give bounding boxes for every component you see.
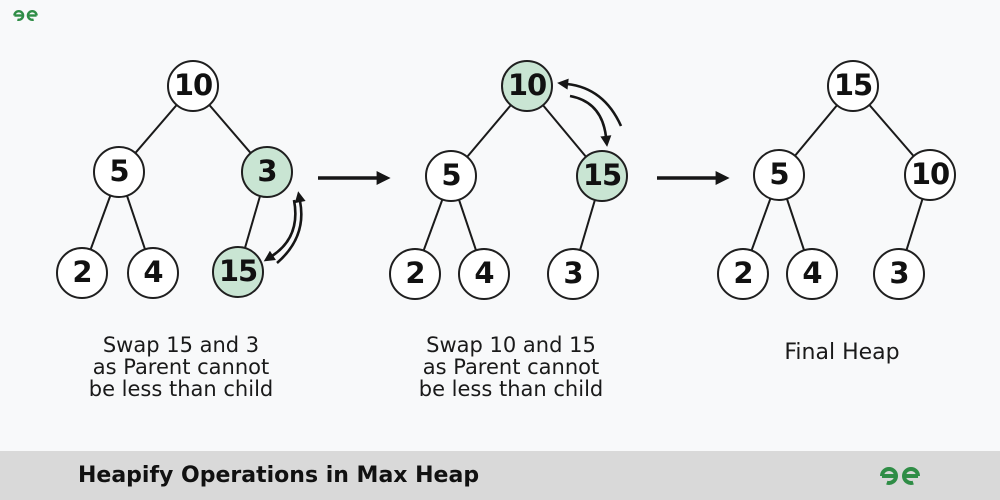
tree1-node-right-left: 15 <box>212 246 264 298</box>
swap-down-arrow-icon <box>569 94 612 147</box>
tree1-node-right: 3 <box>241 146 293 198</box>
tree1-node-left: 5 <box>93 146 145 198</box>
tree1-node-left-right: 4 <box>127 247 179 299</box>
caption-line: Swap 10 and 15 <box>426 333 596 357</box>
tree2-node-right: 15 <box>576 150 628 202</box>
tree2-node-left-right: 4 <box>458 248 510 300</box>
tree3-node-left-left: 2 <box>717 248 769 300</box>
final-heap-caption: Final Heap <box>692 342 992 364</box>
step2-caption: Swap 10 and 15 as Parent cannot be less … <box>361 334 661 400</box>
swap-down-arrow-icon <box>263 199 297 262</box>
tree3-node-right: 10 <box>904 149 956 201</box>
tree3-node-right-left: 3 <box>873 248 925 300</box>
swap-arrows-tree1 <box>263 191 306 264</box>
footer-bar: Heapify Operations in Max Heap <box>0 451 1000 500</box>
tree2-node-right-left: 3 <box>547 248 599 300</box>
tree2-node-root: 10 <box>501 60 553 112</box>
caption-line: Final Heap <box>784 340 900 365</box>
footer-title: Heapify Operations in Max Heap <box>78 463 480 488</box>
step1-caption: Swap 15 and 3 as Parent cannot be less t… <box>31 334 331 400</box>
tree2-node-left-left: 2 <box>389 248 441 300</box>
swap-arrows-tree2 <box>557 78 623 147</box>
swap-up-arrow-icon <box>276 191 306 264</box>
tree1-node-left-left: 2 <box>56 247 108 299</box>
tree1-node-root: 10 <box>167 60 219 112</box>
caption-line: as Parent cannot <box>92 355 270 379</box>
geeksforgeeks-logo-icon <box>12 8 39 27</box>
caption-line: be less than child <box>418 377 604 401</box>
tree2-node-left: 5 <box>425 150 477 202</box>
caption-line: be less than child <box>88 377 274 401</box>
geeksforgeeks-logo-icon <box>878 464 922 492</box>
tree3-node-left: 5 <box>753 149 805 201</box>
caption-line: as Parent cannot <box>422 355 600 379</box>
swap-up-arrow-icon <box>557 78 623 127</box>
caption-line: Swap 15 and 3 <box>102 333 260 357</box>
tree3-node-root: 15 <box>827 60 879 112</box>
tree3-node-left-right: 4 <box>786 248 838 300</box>
